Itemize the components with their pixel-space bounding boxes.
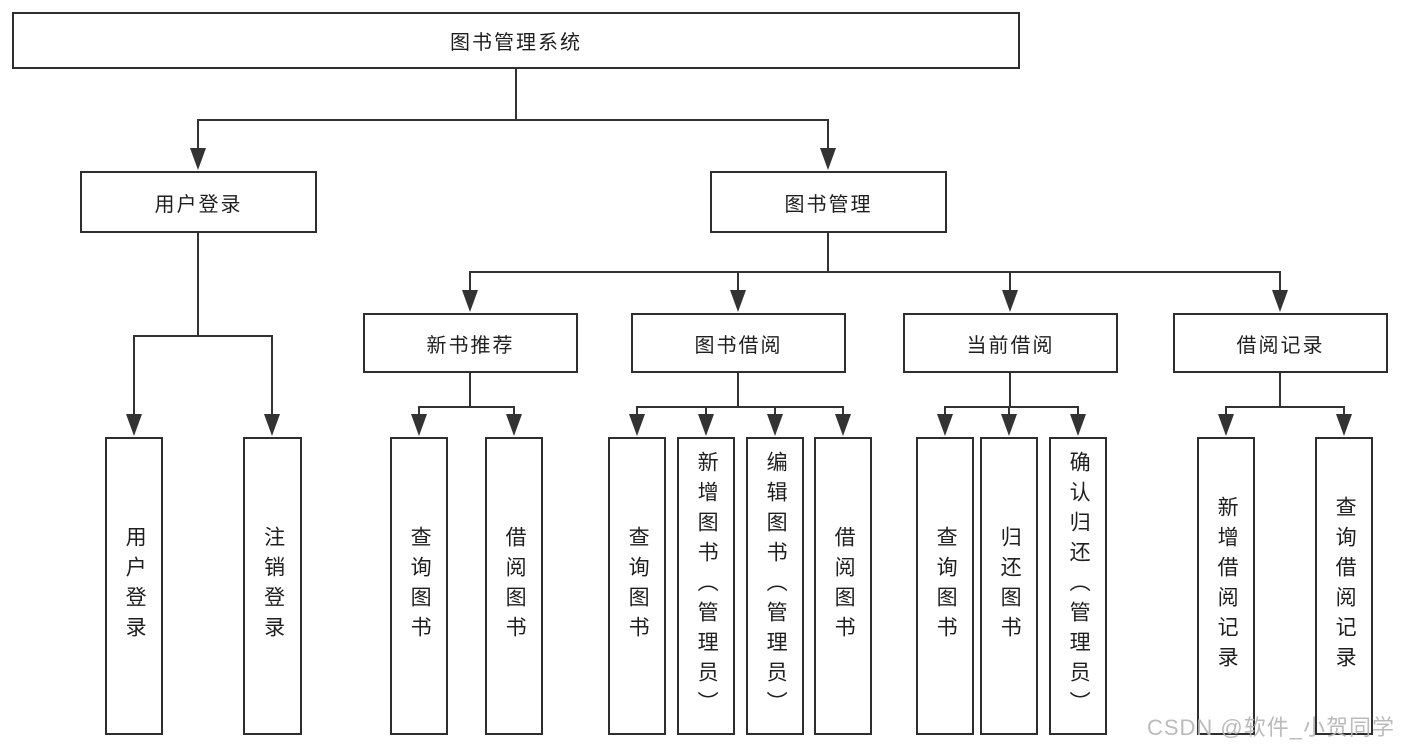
node-book-management: 图书管理 — [710, 171, 947, 233]
node-query-book-borrow: 查询图书 — [608, 437, 666, 735]
node-borrow-book-recommend: 借阅图书 — [485, 437, 543, 735]
node-borrow-book-leaf: 借阅图书 — [814, 437, 872, 735]
node-add-book-admin: 新增图书（管理员） — [677, 437, 735, 735]
arrowheads — [126, 148, 1352, 436]
node-library-system: 图书管理系统 — [12, 12, 1020, 69]
node-add-borrow-record: 新增借阅记录 — [1197, 437, 1255, 735]
node-logout: 注销登录 — [243, 437, 302, 735]
node-user-login: 用户登录 — [80, 171, 317, 233]
node-current-borrow: 当前借阅 — [903, 313, 1118, 373]
node-user-login-leaf: 用户登录 — [105, 437, 163, 735]
node-edit-book-admin: 编辑图书（管理员） — [746, 437, 804, 735]
node-query-book-recommend: 查询图书 — [390, 437, 448, 735]
node-new-book-recommend: 新书推荐 — [363, 313, 578, 373]
node-borrow-records: 借阅记录 — [1173, 313, 1388, 373]
csdn-watermark: CSDN @软件_小贺同学 — [1146, 715, 1395, 740]
node-query-borrow-record: 查询借阅记录 — [1315, 437, 1373, 735]
node-book-borrow: 图书借阅 — [631, 313, 846, 373]
node-confirm-return-admin: 确认归还（管理员） — [1049, 437, 1107, 735]
node-return-book: 归还图书 — [980, 437, 1038, 735]
node-query-book-current: 查询图书 — [916, 437, 974, 735]
